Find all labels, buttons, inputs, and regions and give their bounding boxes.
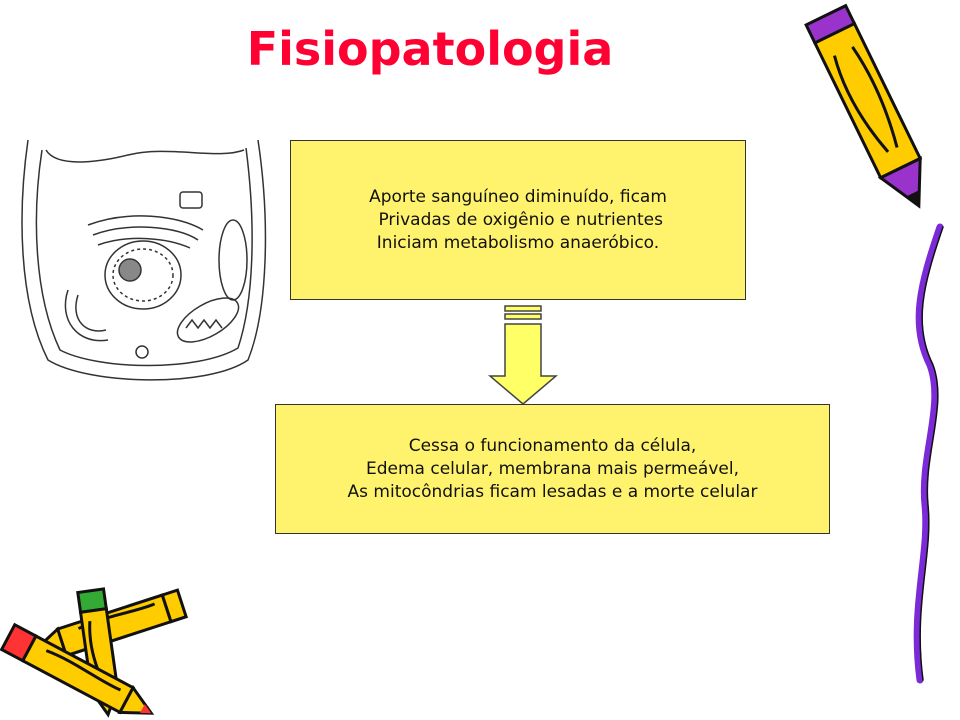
slide-title: Fisiopatologia bbox=[246, 22, 614, 76]
box-top-line-2: Privadas de oxigênio e nutrientes bbox=[373, 209, 663, 230]
box-bottom-line-1: Cessa o funcionamento da célula, bbox=[408, 435, 697, 456]
box-top-line-3: Iniciam metabolismo anaeróbico. bbox=[376, 232, 660, 253]
arrow-down-icon bbox=[487, 305, 559, 405]
pencil-icon bbox=[804, 3, 923, 209]
cell-diagram-icon bbox=[21, 139, 267, 381]
box-bottom-line-2: Edema celular, membrana mais permeável, bbox=[366, 458, 739, 479]
box-ischemia-causes: Aporte sanguíneo diminuído, ficam Privad… bbox=[290, 140, 746, 300]
crossed-pencils-icon bbox=[0, 587, 189, 718]
squiggle-line bbox=[913, 223, 944, 684]
box-cell-damage: Cessa o funcionamento da célula, Edema c… bbox=[275, 404, 830, 534]
box-top-line-1: Aporte sanguíneo diminuído, ficam bbox=[369, 186, 667, 207]
box-bottom-line-3: As mitocôndrias ficam lesadas e a morte … bbox=[347, 481, 758, 502]
